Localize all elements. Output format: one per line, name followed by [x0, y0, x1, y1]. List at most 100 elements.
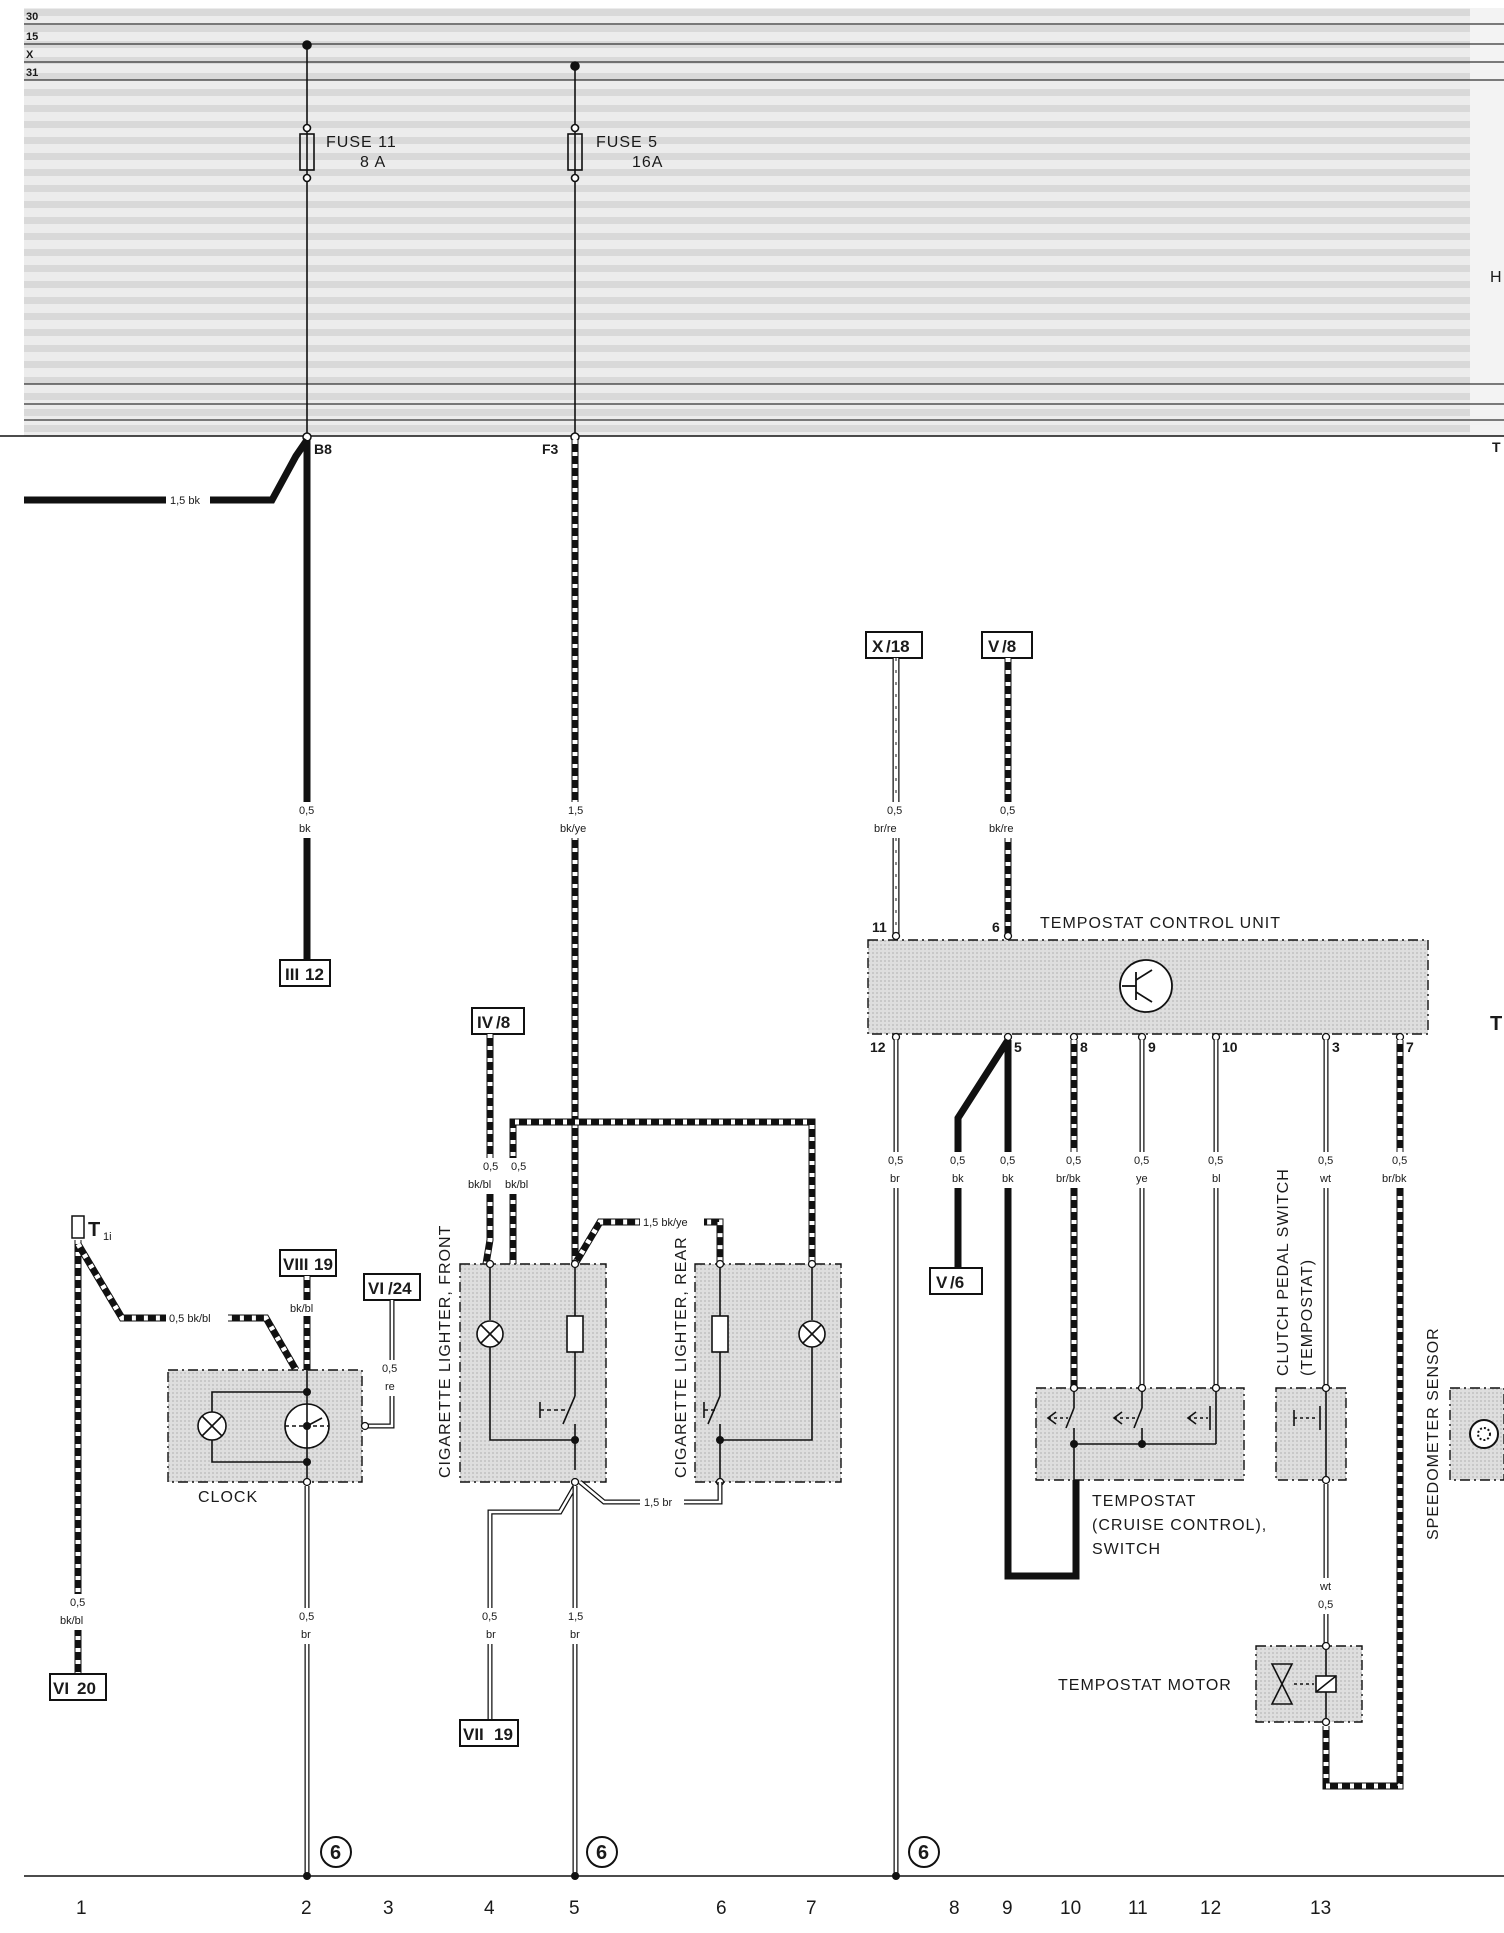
svg-text:III: III — [285, 965, 299, 984]
wire-lf-color: br — [570, 1629, 580, 1641]
column-number-11: 11 — [1128, 1898, 1148, 1919]
right-edge-te: T — [1490, 1013, 1502, 1035]
wire-p5-bk — [954, 1038, 1080, 1580]
tempostat-switch-label-2: (CRUISE CONTROL), — [1092, 1517, 1267, 1534]
wire-p5-label-bg — [995, 1152, 1021, 1188]
wire-iv8-bkbl — [470, 1034, 542, 1265]
wire-v6-size: 0,5 — [950, 1155, 965, 1167]
wire-p3-wt — [1313, 1040, 1339, 1388]
ref-v-8: V /8 — [981, 631, 1033, 659]
ref-iii-12: III 12 — [279, 959, 331, 987]
wire-t1i-color: bk/bl — [60, 1615, 83, 1627]
wire-15-bk-left — [24, 438, 310, 508]
fuse-11-rating: 8 A — [360, 154, 386, 171]
wire-p3-color: wt — [1319, 1173, 1331, 1185]
wire-vi24-re — [365, 1300, 404, 1429]
connector-t1i — [71, 1215, 85, 1239]
wire-b8-bk — [294, 440, 320, 960]
svg-text:VI: VI — [368, 1279, 384, 1298]
ground-marker-2: 6 — [586, 1836, 618, 1868]
svg-text:/8: /8 — [496, 1013, 510, 1032]
wire-p8-color: br/bk — [1056, 1173, 1081, 1185]
svg-text:V: V — [936, 1273, 948, 1292]
wire-motor-color: wt — [1319, 1581, 1331, 1593]
wire-p12-br — [883, 1040, 909, 1876]
wire-clock-color: br — [301, 1629, 311, 1641]
svg-text:6: 6 — [596, 1842, 607, 1864]
wire-p8-brbk — [1055, 1040, 1093, 1388]
wire-clock-size: 0,5 — [299, 1611, 314, 1623]
wire-f3-color: bk/ye — [560, 823, 586, 835]
speedo-label: SPEEDOMETER SENSOR — [1425, 1327, 1442, 1540]
ref-vii-19: VII 19 — [459, 1719, 519, 1747]
svg-text:6: 6 — [330, 1842, 341, 1864]
column-number-6: 6 — [716, 1898, 727, 1919]
svg-text:6: 6 — [918, 1842, 929, 1864]
tempostat-switch — [1035, 1383, 1245, 1481]
wire-motor-size: 0,5 — [1318, 1599, 1333, 1611]
wire-p9-color: ye — [1136, 1173, 1148, 1185]
tempostat-switch-label-1: TEMPOSTAT — [1092, 1493, 1196, 1510]
wire-p5-size: 0,5 — [1000, 1155, 1015, 1167]
bus-label-30: 30 — [26, 11, 38, 23]
wire-f3-bkye — [560, 440, 596, 1264]
wire-iv8a-size: 0,5 — [483, 1161, 498, 1173]
fuse-5-name: FUSE 5 — [596, 134, 658, 151]
wire-vi24-color: re — [385, 1381, 395, 1393]
wire-motor-wt — [1313, 1484, 1339, 1646]
svg-text:/24: /24 — [388, 1279, 412, 1298]
svg-text:/6: /6 — [950, 1273, 964, 1292]
svg-text:X: X — [872, 637, 884, 656]
cu-pin-7: 7 — [1406, 1039, 1414, 1055]
svg-text:/18: /18 — [886, 637, 910, 656]
ground-marker-3: 6 — [908, 1836, 940, 1868]
wire-vi24-size: 0,5 — [382, 1363, 397, 1375]
svg-text:19: 19 — [494, 1725, 513, 1744]
cu-pin-5: 5 — [1014, 1039, 1022, 1055]
clock-component — [167, 1369, 370, 1487]
cigarette-lighter-front — [459, 1259, 607, 1487]
svg-text:19: 19 — [314, 1255, 333, 1274]
svg-text:VI: VI — [53, 1679, 69, 1698]
wire-p10-size: 0,5 — [1208, 1155, 1223, 1167]
terminal-f3-label: F3 — [542, 441, 559, 457]
control-unit-label: TEMPOSTAT CONTROL UNIT — [1040, 915, 1281, 932]
column-number-4: 4 — [484, 1898, 495, 1919]
svg-text:20: 20 — [77, 1679, 96, 1698]
wire-t1i-bkbl — [58, 1240, 300, 1674]
wire-x18-color: br/re — [874, 823, 897, 835]
svg-text:VIII: VIII — [283, 1255, 309, 1274]
wire-p3-size: 0,5 — [1318, 1155, 1333, 1167]
ground-node-2 — [571, 1872, 579, 1880]
wire-p10-bl — [1203, 1040, 1229, 1388]
wire-v6-label-bg — [945, 1152, 971, 1188]
wire-x18-brre — [872, 658, 920, 934]
wire-15br-label: 1,5 br — [644, 1497, 672, 1509]
wire-15-bkye-label: 1,5 bk/ye — [643, 1217, 688, 1229]
wire-p9-ye — [1129, 1040, 1155, 1388]
wire-p10-color: bl — [1212, 1173, 1221, 1185]
clutch-label-1: CLUTCH PEDAL SWITCH — [1275, 1168, 1292, 1376]
column-number-2: 2 — [301, 1898, 312, 1919]
wire-v8-bkre — [986, 658, 1030, 934]
wire-p12-size: 0,5 — [888, 1155, 903, 1167]
ground-node-1 — [303, 1872, 311, 1880]
terminal-b8-label: B8 — [314, 441, 332, 457]
ref-x-18: X /18 — [865, 631, 923, 659]
bus-label-15: 15 — [26, 31, 38, 43]
ref-viii-19: VIII 19 — [279, 1249, 337, 1277]
t1i-label: T — [88, 1219, 100, 1241]
wire-v8-size: 0,5 — [1000, 805, 1015, 817]
svg-text:12: 12 — [305, 965, 324, 984]
cu-pin-10: 10 — [1222, 1039, 1238, 1055]
t1i-sub: 1i — [103, 1231, 112, 1243]
wire-clock-br — [294, 1486, 320, 1876]
fuse-5-symbol — [567, 61, 583, 436]
cu-pin-8: 8 — [1080, 1039, 1088, 1055]
wire-lighter-ground — [478, 1480, 723, 1876]
bus-label-x: X — [26, 49, 34, 61]
fuse-box-panel — [0, 8, 1504, 437]
wire-p7-brbk — [1322, 1040, 1419, 1790]
svg-text:IV: IV — [477, 1013, 494, 1032]
cu-pin-3: 3 — [1332, 1039, 1340, 1055]
